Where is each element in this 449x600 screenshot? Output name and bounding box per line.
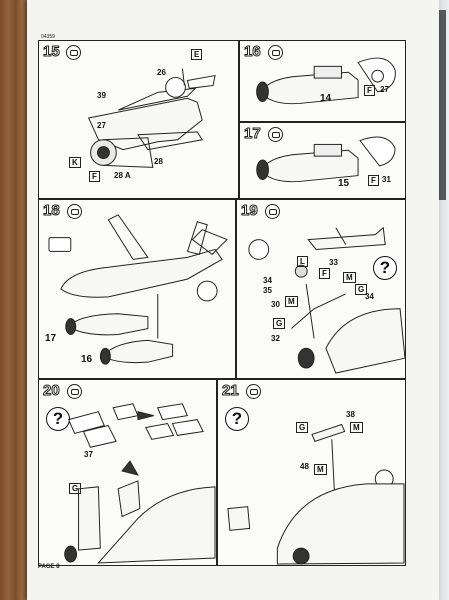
part-number: 27 (380, 85, 389, 94)
color-mark: F (368, 175, 379, 186)
part-number: 33 (329, 258, 338, 267)
part-number: 14 (320, 93, 332, 104)
color-mark: E (191, 49, 203, 60)
color-mark: M (343, 272, 356, 283)
part-number: 28 (154, 157, 163, 166)
step-19-panel: 19 ? 33 34 35 30 32 34 L F M G M G (236, 199, 406, 379)
color-mark: F (364, 85, 375, 96)
step-18-drawing (48, 214, 228, 365)
step-19-drawing (248, 226, 405, 374)
part-number: 38 (346, 410, 355, 419)
question-icon: ? (46, 407, 70, 431)
part-number: 32 (271, 334, 280, 343)
color-mark: K (69, 157, 81, 168)
color-mark: M (314, 464, 327, 475)
step-21-drawing (227, 423, 405, 565)
part-number: 16 (81, 354, 93, 365)
part-number: 34 (365, 292, 374, 301)
color-mark: F (319, 268, 330, 279)
glue-hand-icon (268, 127, 283, 142)
step-number: 19 (241, 202, 259, 220)
part-number: 35 (263, 286, 272, 295)
glue-hand-icon (246, 384, 261, 399)
color-mark: F (89, 171, 100, 182)
step-20-panel: 20 ? 37 G (38, 379, 217, 566)
color-mark: M (285, 296, 298, 307)
question-icon: ? (225, 407, 249, 431)
glue-hand-icon (67, 384, 82, 399)
glue-hand-icon (66, 45, 81, 60)
color-mark: G (273, 318, 286, 329)
glue-hand-icon (268, 45, 283, 60)
glue-hand-icon (67, 204, 82, 219)
step-17-panel: 17 15 31 F (239, 122, 406, 199)
step-20-drawing (64, 403, 216, 564)
step-15-panel: 15 26 39 27 28 28 A K F E (38, 40, 239, 199)
next-page-print (436, 10, 446, 200)
step-15-drawing (87, 68, 216, 168)
step-number: 21 (222, 382, 240, 400)
step-number: 20 (43, 382, 61, 400)
part-number: 15 (338, 178, 350, 189)
color-mark: M (350, 422, 363, 433)
color-mark: G (296, 422, 309, 433)
part-number: 28 A (114, 171, 131, 180)
glue-hand-icon (265, 204, 280, 219)
step-number: 18 (43, 202, 61, 220)
step-17-drawing (256, 136, 396, 183)
part-number: 26 (157, 68, 166, 77)
part-number: 30 (271, 300, 280, 309)
step-16-drawing (256, 57, 396, 105)
part-number: 31 (382, 175, 391, 184)
step-number: 15 (43, 43, 61, 61)
part-number: 39 (97, 91, 106, 100)
step-number: 16 (244, 43, 262, 61)
part-number: 17 (45, 333, 57, 344)
page-footer: PAGE 8 (38, 564, 60, 570)
step-18-panel: 18 17 16 (38, 199, 236, 379)
question-icon: ? (373, 256, 397, 280)
step-21-panel: 21 ? 38 48 G M M (217, 379, 406, 566)
part-number: 37 (84, 450, 93, 459)
part-number: 27 (97, 121, 106, 130)
part-number: 48 (300, 462, 309, 471)
color-mark: G (69, 483, 82, 494)
step-16-panel: 16 14 27 F (239, 40, 406, 122)
part-number: 34 (263, 276, 272, 285)
step-number: 17 (244, 125, 262, 143)
color-mark: L (297, 256, 308, 267)
kit-code: 04359 (41, 34, 55, 40)
color-mark: G (355, 284, 368, 295)
